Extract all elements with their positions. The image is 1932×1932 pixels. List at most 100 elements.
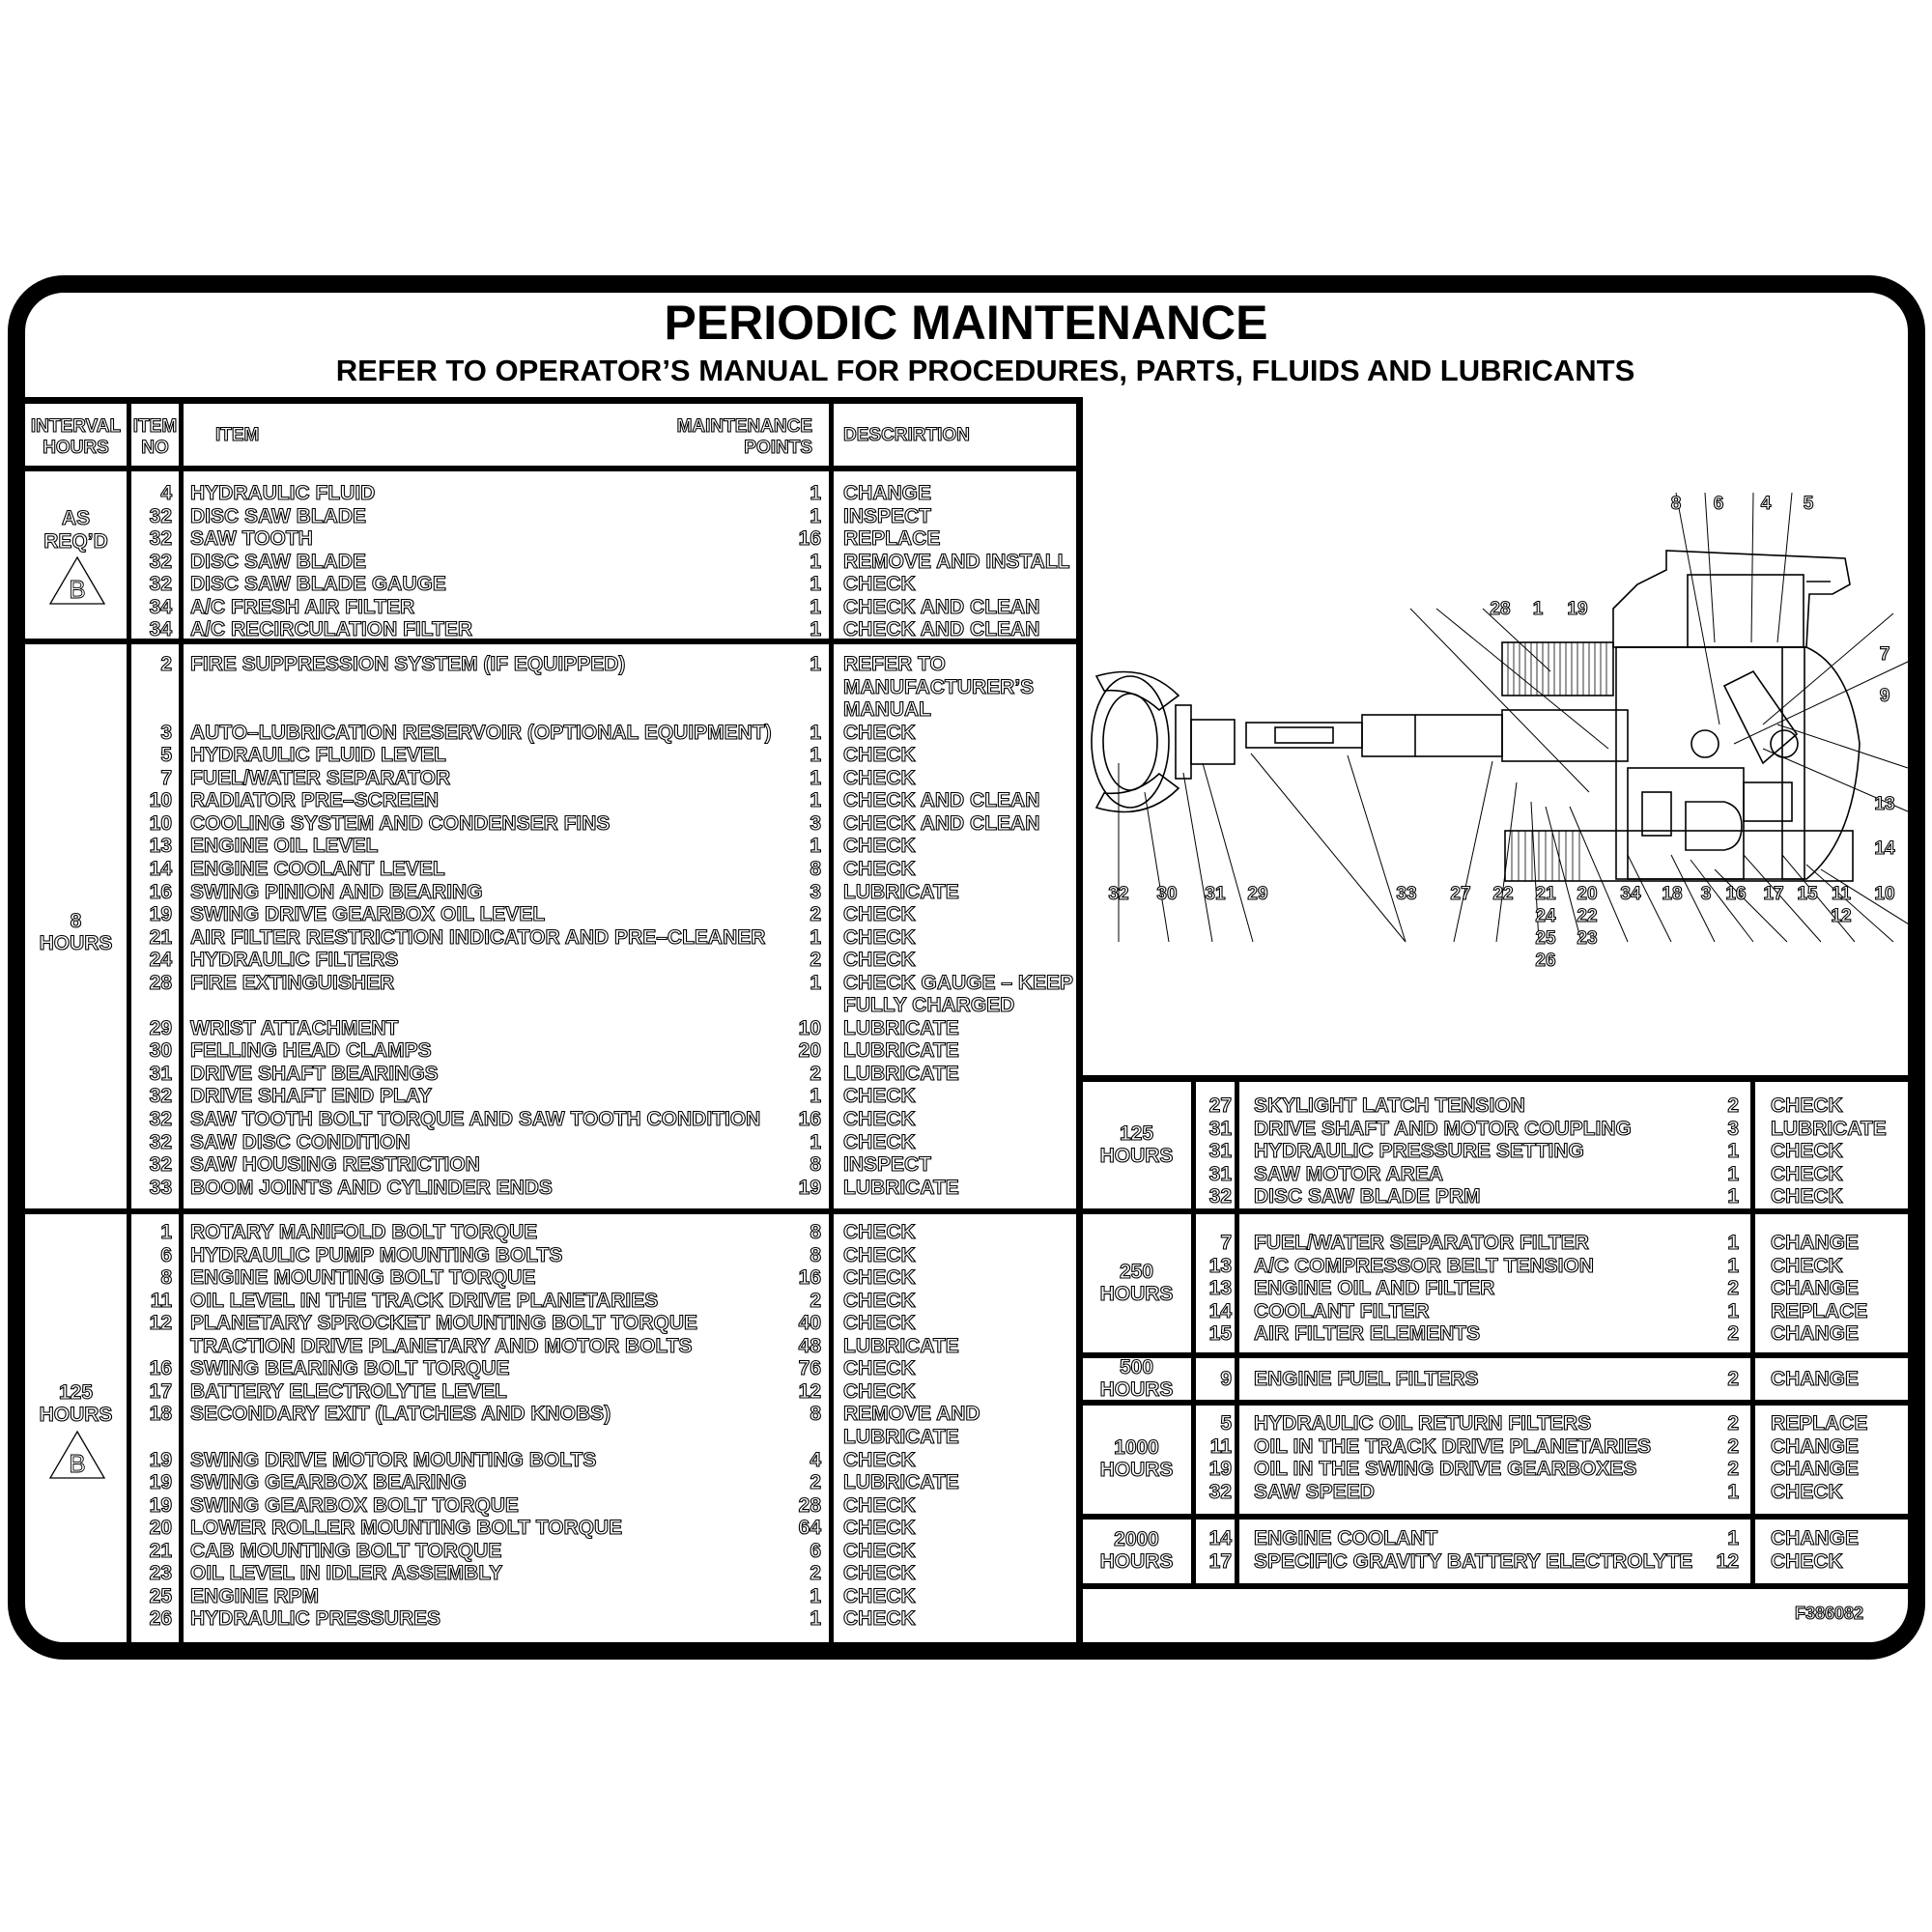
item-name: ENGINE COOLANT LEVEL (189, 857, 445, 880)
maintenance-points: 2 (1727, 1277, 1740, 1300)
maintenance-points: 10 (798, 1016, 821, 1039)
maintenance-action: CHECK AND CLEAN (842, 595, 1040, 618)
item-name: HYDRAULIC PRESSURE SETTING (1253, 1140, 1584, 1163)
maintenance-points: 1 (1727, 1299, 1740, 1322)
item-number: 32 (149, 504, 172, 527)
item-name: TRACTION DRIVE PLANETARY AND MOTOR BOLTS (189, 1334, 693, 1357)
item-name: COOLANT FILTER (1253, 1299, 1430, 1322)
service-symbol-b-icon: B (48, 555, 106, 606)
maintenance-points: 2 (1727, 1435, 1740, 1458)
maintenance-action: INSPECT (842, 1153, 932, 1177)
item-name: CAB MOUNTING BOLT TORQUE (189, 1539, 502, 1562)
maintenance-points: 1 (1727, 1526, 1740, 1549)
item-name: SWING GEARBOX BEARING (189, 1471, 467, 1494)
item-number: 3 (160, 721, 173, 744)
callout-number: 11 (1831, 883, 1852, 904)
section-divider (1076, 1514, 1909, 1520)
maintenance-points: 28 (798, 1493, 821, 1517)
maintenance-action: CHECK (842, 1584, 916, 1607)
item-name: HYDRAULIC OIL RETURN FILTERS (1253, 1411, 1592, 1435)
item-name: ENGINE RPM (189, 1584, 320, 1607)
col-header-item: ITEM (214, 424, 260, 445)
maintenance-points: 2 (810, 1562, 822, 1585)
maintenance-action: CHECK AND CLEAN (842, 618, 1040, 641)
maintenance-action: CHECK (842, 857, 916, 880)
maintenance-points: 1 (810, 573, 822, 596)
section-divider (1076, 1352, 1909, 1358)
maintenance-points: 1 (1727, 1162, 1740, 1185)
item-name: SAW HOUSING RESTRICTION (189, 1153, 480, 1177)
item-number: 11 (150, 1289, 172, 1312)
item-name: SAW TOOTH BOLT TORQUE AND SAW TOOTH COND… (189, 1107, 761, 1130)
item-name: SWING GEARBOX BOLT TORQUE (189, 1493, 519, 1517)
item-number: 2 (160, 652, 173, 675)
maintenance-points: 16 (798, 527, 821, 551)
maintenance-action: CHANGE (1770, 1526, 1860, 1549)
item-name: FELLING HEAD CLAMPS (189, 1039, 432, 1063)
item-name: A/C FRESH AIR FILTER (189, 595, 415, 618)
item-number: 26 (149, 1607, 172, 1631)
maintenance-action: CHECK (842, 1312, 916, 1335)
maintenance-points: 20 (798, 1039, 821, 1063)
item-number: 32 (149, 1130, 172, 1153)
item-name: SWING BEARING BOLT TORQUE (189, 1357, 510, 1380)
item-name: FUEL/WATER SEPARATOR FILTER (1253, 1231, 1589, 1254)
item-number: 32 (1208, 1480, 1232, 1503)
maintenance-points: 2 (810, 1471, 822, 1494)
interval-unit: HOURS (1099, 1549, 1174, 1573)
item-name: ENGINE MOUNTING BOLT TORQUE (189, 1266, 536, 1290)
maintenance-points: 1 (1727, 1254, 1740, 1277)
maintenance-points: 2 (1727, 1367, 1740, 1390)
callout-number: 29 (1247, 883, 1268, 904)
item-name: PLANETARY SPROCKET MOUNTING BOLT TORQUE (189, 1312, 698, 1335)
maintenance-points: 12 (798, 1379, 821, 1403)
item-number: 13 (149, 835, 172, 858)
callout-number: 13 (1874, 793, 1895, 814)
maintenance-action: REPLACE (842, 527, 941, 551)
maintenance-points: 1 (810, 618, 822, 641)
item-name: SWING PINION AND BEARING (189, 880, 483, 903)
item-name: WRIST ATTACHMENT (189, 1016, 399, 1039)
interval-unit: HOURS (39, 932, 113, 955)
section-divider (1076, 1208, 1909, 1214)
maintenance-points: 8 (810, 1243, 822, 1266)
maintenance-action: LUBRICATE (842, 1471, 959, 1494)
maintenance-action: CHECK (842, 721, 916, 744)
maintenance-action: CHECK (842, 903, 916, 926)
item-number: 30 (149, 1039, 172, 1063)
item-number: 8 (160, 1266, 173, 1290)
item-name: A/C RECIRCULATION FILTER (189, 618, 473, 641)
maintenance-action: CHECK (842, 1085, 916, 1108)
item-name: DISC SAW BLADE (189, 550, 367, 573)
item-name: ENGINE OIL LEVEL (189, 835, 379, 858)
maintenance-action: CHECK (1770, 1162, 1843, 1185)
item-number: 19 (149, 903, 172, 926)
callout-number: 22 (1492, 883, 1514, 904)
maintenance-action: CHECK (842, 1266, 916, 1290)
maintenance-points: 8 (810, 857, 822, 880)
column-rule (1076, 397, 1083, 1648)
maintenance-points: 64 (798, 1517, 821, 1540)
maintenance-action: CHECK (1770, 1140, 1843, 1163)
column-rule (127, 397, 131, 1648)
maintenance-action: CHECK (842, 1448, 916, 1471)
item-number: 19 (149, 1471, 172, 1494)
maintenance-action: CHECK (842, 1243, 916, 1266)
callout-number: 16 (1725, 883, 1747, 904)
interval-value: 250 (1119, 1260, 1154, 1283)
item-name: A/C COMPRESSOR BELT TENSION (1253, 1254, 1594, 1277)
maintenance-decal-border (8, 275, 1925, 1660)
item-number: 34 (149, 618, 172, 641)
maintenance-action: CHECK (842, 1607, 916, 1631)
callout-number: 33 (1396, 883, 1417, 904)
maintenance-points: 1 (1727, 1480, 1740, 1503)
column-rule (1750, 1075, 1755, 1587)
item-number: 11 (1209, 1435, 1232, 1458)
item-number: 19 (149, 1448, 172, 1471)
item-number: 19 (1208, 1458, 1232, 1481)
item-name: SAW MOTOR AREA (1253, 1162, 1444, 1185)
